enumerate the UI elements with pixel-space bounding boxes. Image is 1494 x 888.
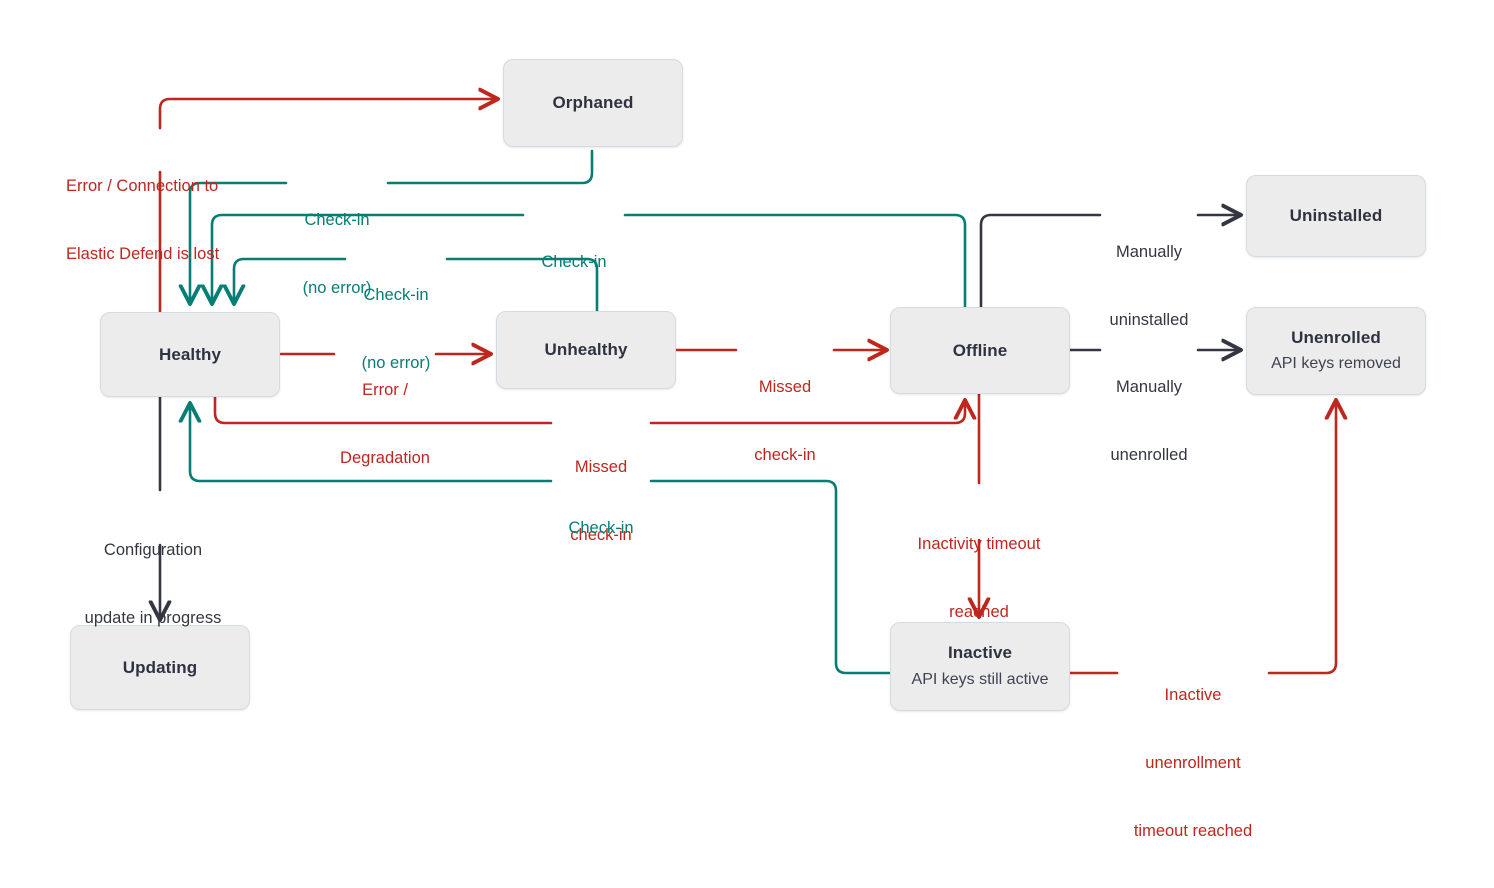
edge-label-healthy-to-orphaned-line2: Elastic Defend is lost <box>66 244 220 263</box>
edge-label-unhealthy-to-healthy: Check-in (no error) <box>362 238 431 420</box>
edge-label-offline-to-unenrolled: Manually unenrolled <box>1110 330 1187 512</box>
edge-label-inactive-to-unenrolled-line3: timeout reached <box>1133 822 1253 841</box>
edge-label-inactive-to-unenrolled-line2: unenrollment <box>1145 753 1241 772</box>
edge-unhealthy-to-healthy-seg1 <box>445 257 599 313</box>
edge-label-healthy-to-orphaned-line1: Error / Connection to <box>66 176 219 195</box>
edge-offline-to-uninstalled-seg1 <box>979 213 1102 309</box>
edge-label-healthy-to-offline: Missed check-in <box>570 410 631 592</box>
edge-label-healthy-to-updating-line1: Configuration <box>103 540 203 559</box>
edge-label-inactive-to-unenrolled: Inactive unenrollment timeout reached <box>1134 638 1252 888</box>
node-uninstalled[interactable]: Uninstalled <box>1246 175 1426 257</box>
edge-label-healthy-to-unhealthy: Error / Degradation <box>340 333 430 515</box>
edge-label-orphaned-to-healthy: Check-in (no error) <box>303 163 372 345</box>
node-offline-title: Offline <box>952 340 1008 360</box>
edge-label-healthy-to-offline-line1: Missed <box>574 457 628 476</box>
node-inactive-subtitle: API keys still active <box>911 670 1049 688</box>
edge-offline-to-healthy-seg2 <box>212 213 525 303</box>
node-updating[interactable]: Updating <box>70 625 250 710</box>
node-healthy[interactable]: Healthy <box>100 312 280 397</box>
node-orphaned-title: Orphaned <box>552 93 634 113</box>
edge-label-offline-to-inactive: Inactivity timeout reached <box>918 487 1041 669</box>
edge-label-unhealthy-to-offline: Missed check-in <box>754 330 815 512</box>
node-inactive[interactable]: Inactive API keys still active <box>890 622 1070 711</box>
edge-label-offline-to-inactive-line2: reached <box>949 602 1009 621</box>
edge-label-offline-to-inactive-line1: Inactivity timeout <box>917 534 1041 553</box>
edge-label-healthy-to-unhealthy-line1: Error / <box>362 380 408 399</box>
edge-label-unhealthy-to-offline-line2: check-in <box>754 445 816 464</box>
edge-label-offline-to-healthy: Check-in <box>541 205 606 319</box>
node-unenrolled-title: Unenrolled <box>1291 327 1381 347</box>
edge-label-unhealthy-to-healthy-line2: (no error) <box>361 353 431 372</box>
node-updating-title: Updating <box>122 657 198 677</box>
node-unenrolled-subtitle: API keys removed <box>1271 355 1401 373</box>
edge-offline-to-healthy-seg1 <box>623 213 967 309</box>
edge-label-unhealthy-to-healthy-line1: Check-in <box>363 285 429 304</box>
node-unhealthy[interactable]: Unhealthy <box>496 311 676 389</box>
edge-label-healthy-to-updating-line2: update in progress <box>84 608 222 627</box>
edge-inactive-to-healthy-seg1 <box>649 479 891 675</box>
edge-inactive-to-healthy-seg2 <box>190 404 553 483</box>
edge-healthy-to-offline-seg1 <box>213 395 553 425</box>
edge-label-orphaned-to-healthy-line1: Check-in <box>304 210 370 229</box>
node-unenrolled[interactable]: Unenrolled API keys removed <box>1246 307 1426 395</box>
edge-label-offline-to-uninstalled-line1: Manually <box>1115 242 1183 261</box>
node-healthy-title: Healthy <box>158 344 222 364</box>
edge-unhealthy-to-healthy-seg2 <box>234 257 347 303</box>
edge-label-healthy-to-unhealthy-line2: Degradation <box>340 448 430 467</box>
edge-label-offline-to-unenrolled-line1: Manually <box>1115 377 1183 396</box>
edge-healthy-to-offline-seg2 <box>649 401 965 425</box>
edge-inactive-to-unenrolled-seg2 <box>1267 401 1336 675</box>
edge-label-healthy-to-updating: Configuration update in progress <box>85 493 222 675</box>
edge-label-healthy-to-orphaned: Error / Connection to Elastic Defend is … <box>66 129 219 311</box>
node-offline[interactable]: Offline <box>890 307 1070 394</box>
edge-label-inactive-to-healthy: Check-in <box>568 471 633 585</box>
edge-label-offline-to-unenrolled-line2: unenrolled <box>1110 445 1188 464</box>
edge-label-healthy-to-offline-line2: check-in <box>570 525 632 544</box>
edge-label-offline-to-uninstalled: Manually uninstalled <box>1110 195 1189 377</box>
edge-orphaned-to-healthy-seg2 <box>190 181 288 303</box>
edge-label-offline-to-healthy-line1: Check-in <box>541 252 607 271</box>
node-orphaned[interactable]: Orphaned <box>503 59 683 147</box>
edge-label-offline-to-uninstalled-line2: uninstalled <box>1109 310 1189 329</box>
edge-label-orphaned-to-healthy-line2: (no error) <box>302 278 372 297</box>
node-unhealthy-title: Unhealthy <box>544 340 628 360</box>
node-uninstalled-title: Uninstalled <box>1289 206 1383 226</box>
edge-label-unhealthy-to-offline-line1: Missed <box>758 377 812 396</box>
edge-label-inactive-to-unenrolled-line1: Inactive <box>1164 685 1222 704</box>
node-inactive-title: Inactive <box>947 643 1013 663</box>
edge-healthy-to-orphaned-seg2 <box>158 99 497 130</box>
edge-connector-layer <box>0 0 1494 675</box>
edge-orphaned-to-healthy-seg1 <box>386 149 594 185</box>
state-diagram-canvas: Orphaned Healthy Unhealthy Offline Unins… <box>0 0 1494 840</box>
edge-label-inactive-to-healthy-line1: Check-in <box>568 518 634 537</box>
